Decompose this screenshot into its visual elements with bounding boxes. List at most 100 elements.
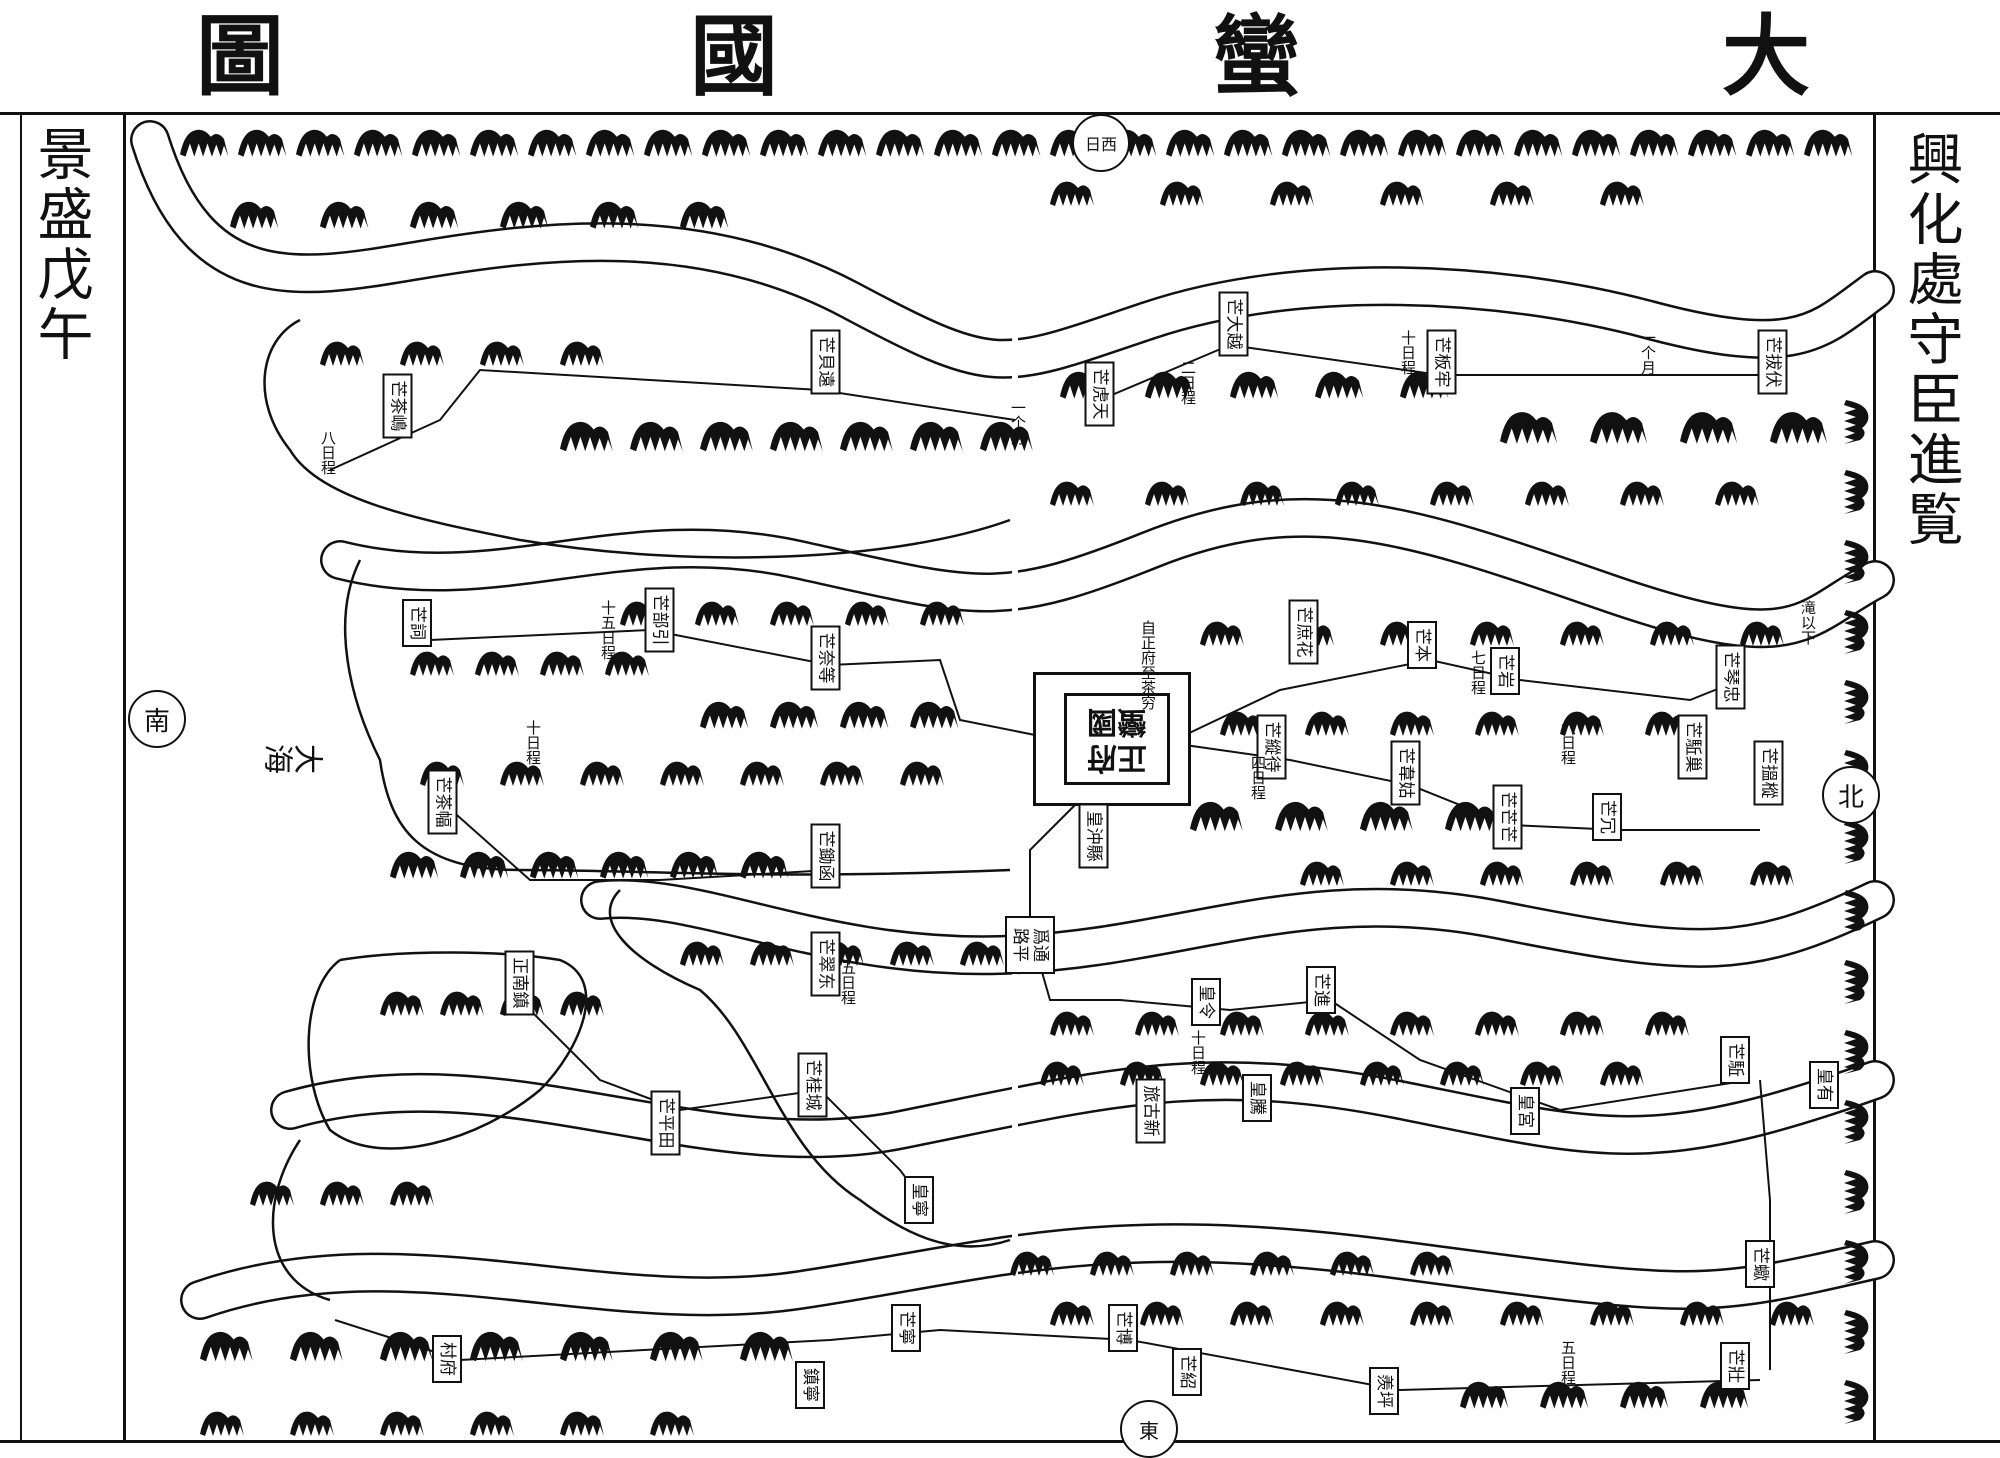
mountain-icon xyxy=(290,1331,343,1362)
island-outline xyxy=(608,889,1011,1248)
mountain-icon xyxy=(1140,1301,1184,1326)
capital-fortress[interactable]: 正府 蠻國 xyxy=(1033,672,1191,806)
mountain-icon xyxy=(290,1411,334,1436)
mountain-icon xyxy=(702,129,751,157)
place-label[interactable]: 芒茶嶋 xyxy=(382,373,413,439)
sea-label: 大海 xyxy=(264,738,324,773)
compass-left: 南 xyxy=(128,690,186,748)
compass-top: 日西 xyxy=(1072,114,1130,172)
mountain-icon xyxy=(1190,801,1243,832)
place-label[interactable]: 芒駈 xyxy=(1720,1036,1750,1084)
mountain-icon xyxy=(560,421,613,452)
mountain-icon xyxy=(530,851,579,879)
mountain-icon xyxy=(1600,181,1644,206)
place-label[interactable]: 皇宮 xyxy=(1510,1087,1540,1135)
mountain-icon xyxy=(770,421,823,452)
mountain-icon xyxy=(1315,371,1364,399)
place-label[interactable]: 芒琴忠 xyxy=(1715,644,1746,710)
place-label[interactable]: 皇令 xyxy=(1191,978,1221,1026)
place-label[interactable]: 芒冗 xyxy=(1592,793,1622,841)
mountain-icon xyxy=(1630,129,1679,157)
mountain-icon xyxy=(1460,1381,1509,1409)
place-label[interactable]: 皇騰 xyxy=(1242,1074,1272,1122)
distance-note: 十日程 xyxy=(1399,330,1417,375)
mountain-icon xyxy=(650,1411,694,1436)
mountain-icon xyxy=(1340,129,1389,157)
distance-note: 六日程 xyxy=(1559,720,1577,765)
mountain-icon xyxy=(200,1331,253,1362)
place-label[interactable]: 芒虎天 xyxy=(1084,361,1115,427)
place-label[interactable]: 爲通路平 xyxy=(1005,916,1055,974)
mountain-icon xyxy=(1135,1011,1179,1036)
distance-note: 五日程 xyxy=(1559,1340,1577,1385)
place-label[interactable]: 皇沖縣 xyxy=(1078,803,1109,869)
place-label[interactable]: 皇寧 xyxy=(904,1176,934,1224)
place-label[interactable]: 芒桂城 xyxy=(797,1052,828,1118)
mountain-icon xyxy=(840,421,893,452)
mountain-icon xyxy=(1844,680,1869,724)
place-label[interactable]: 芒部引 xyxy=(644,587,675,653)
mountain-icon xyxy=(900,761,944,786)
mountain-icon xyxy=(320,201,369,229)
mountain-icon xyxy=(1715,481,1759,506)
place-label[interactable]: 旅古新 xyxy=(1135,1078,1166,1144)
mountain-icon xyxy=(1398,129,1447,157)
mountain-icon xyxy=(320,1181,364,1206)
mountain-icon xyxy=(1360,801,1413,832)
mountain-icon xyxy=(660,761,704,786)
title-char-1: 大 xyxy=(1722,4,1811,108)
mountain-icon xyxy=(586,129,635,157)
mountain-icon xyxy=(1456,129,1505,157)
mountain-icon xyxy=(560,1411,604,1436)
distance-note: 十日程 xyxy=(1189,1030,1207,1075)
mountain-icon xyxy=(1270,181,1314,206)
mountain-icon xyxy=(700,421,753,452)
place-label[interactable]: 皇有 xyxy=(1809,1061,1839,1109)
place-label[interactable]: 芒庶花 xyxy=(1288,599,1319,665)
mountain-icon xyxy=(1300,861,1344,886)
place-label[interactable]: 芒壯 xyxy=(1720,1342,1750,1390)
place-label[interactable]: 鎮寧 xyxy=(795,1361,825,1409)
place-label[interactable]: 芒搵樅 xyxy=(1753,740,1784,806)
mountain-icon xyxy=(1500,1301,1544,1326)
place-label[interactable]: 芒板牢 xyxy=(1426,329,1457,395)
place-label[interactable]: 芒茶幅 xyxy=(427,769,458,835)
place-label[interactable]: 芒平田 xyxy=(650,1090,681,1156)
place-label[interactable]: 芒紹 xyxy=(1172,1348,1202,1396)
mountain-icon xyxy=(1750,861,1794,886)
place-label[interactable]: 芒韋姑 xyxy=(1390,740,1421,806)
place-label[interactable]: 村府 xyxy=(432,1335,462,1383)
place-label[interactable]: 芒蠍 xyxy=(1745,1240,1775,1288)
place-label[interactable]: 芒詞 xyxy=(402,599,432,647)
mountain-icon xyxy=(1844,1170,1869,1214)
title-char-2: 蠻 xyxy=(1212,4,1301,108)
place-label[interactable]: 芒駈巢 xyxy=(1677,714,1708,780)
mountain-icon xyxy=(740,761,784,786)
place-label[interactable]: 芒鋤函 xyxy=(810,823,841,889)
place-label[interactable]: 芒大越 xyxy=(1218,291,1249,357)
frame-bottom xyxy=(0,1440,2000,1443)
place-label[interactable]: 芒博 xyxy=(1108,1304,1138,1352)
mountain-icon xyxy=(1844,820,1869,864)
place-label[interactable]: 芒奈等 xyxy=(810,625,841,691)
mountain-icon xyxy=(410,651,454,676)
mountain-icon xyxy=(1844,960,1869,1004)
place-label[interactable]: 芒芒芒 xyxy=(1492,784,1523,850)
distance-note: 二日程 xyxy=(1179,360,1197,405)
mountain-icon xyxy=(845,601,889,626)
mountain-icon xyxy=(1500,412,1558,444)
place-label[interactable]: 芒進 xyxy=(1306,966,1336,1014)
place-label[interactable]: 芒寧 xyxy=(891,1304,921,1352)
mountain-icon xyxy=(644,129,693,157)
place-label[interactable]: 芒拔伏 xyxy=(1757,329,1788,395)
place-label[interactable]: 羨坪 xyxy=(1369,1367,1399,1415)
place-label[interactable]: 芒岩 xyxy=(1490,647,1520,695)
mountain-icon xyxy=(1380,181,1424,206)
place-label[interactable]: 芒翠东 xyxy=(810,931,841,997)
place-label[interactable]: 芒本 xyxy=(1407,621,1437,669)
place-label[interactable]: 芒貝遠 xyxy=(810,329,841,395)
mountain-icon xyxy=(560,1331,613,1362)
place-label[interactable]: 正南鎮 xyxy=(504,950,535,1016)
mountain-icon xyxy=(818,129,867,157)
